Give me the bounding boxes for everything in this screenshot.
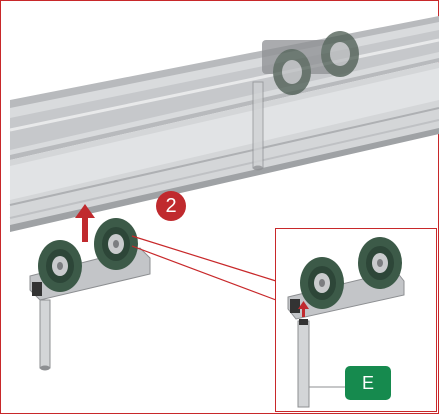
part-label-e: E (345, 366, 391, 400)
roller-trolley (29, 218, 151, 371)
detail-trolley (287, 237, 405, 408)
callout-lines (131, 235, 277, 301)
up-arrow (75, 204, 95, 242)
track-rail (9, 16, 439, 232)
detail-arrow (298, 301, 309, 317)
ghost-trolley (252, 31, 359, 171)
step-number-badge: 2 (156, 191, 186, 221)
